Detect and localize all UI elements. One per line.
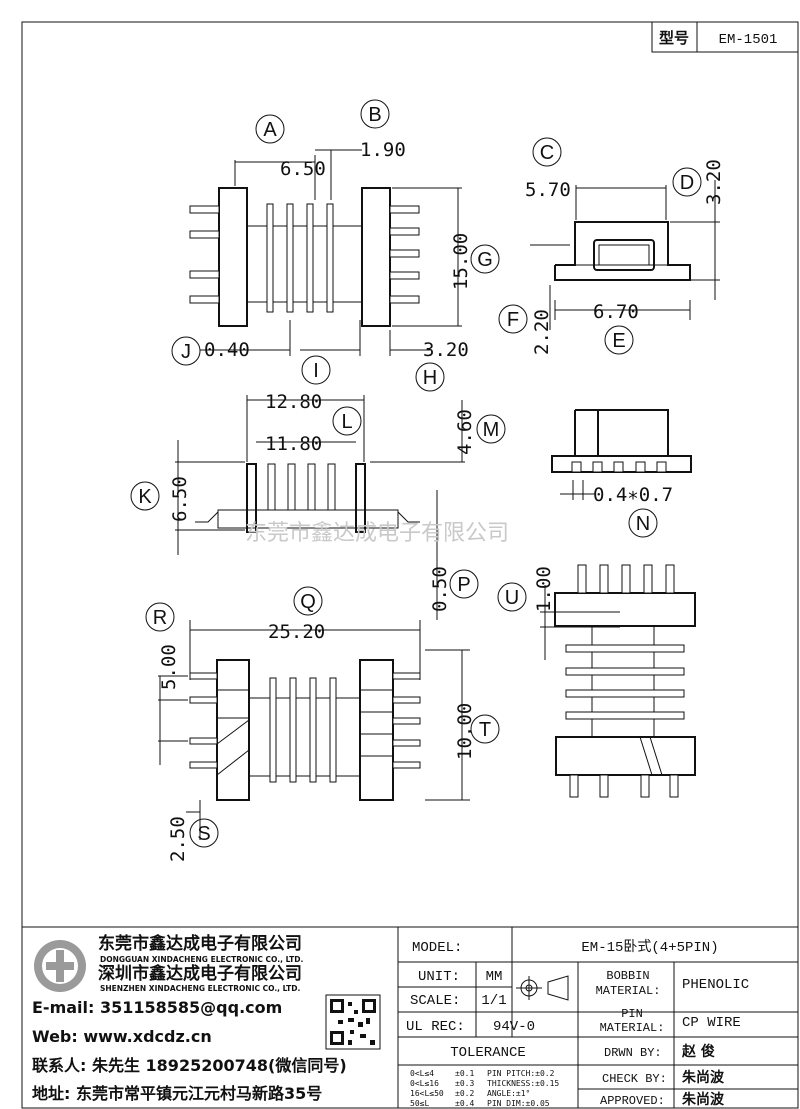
dim-u: 1.00 [533,566,555,612]
label-c: C [540,142,554,164]
company-email[interactable]: E-mail: 351158585@qq.com [32,998,282,1017]
company-contact: 联系人: 朱先生 18925200748(微信同号) [32,1056,347,1075]
ulrec-value: 94V-0 [493,1019,535,1035]
scale-label: SCALE: [410,993,460,1009]
tol-value: ±0.2 [455,1089,474,1098]
label-b: B [368,104,381,126]
company-logo [34,940,86,992]
label-m: M [483,419,500,441]
label-n: N [636,513,650,535]
tolerance-table: 0<L≤4 ±0.1 PIN PITCH:±0.2 0<L≤16 ±0.3 TH… [410,1069,559,1108]
qr-code [325,994,381,1050]
label-t: T [479,719,491,741]
dim-e: 6.70 [593,301,639,323]
dim-r: 5.00 [158,644,180,690]
dim-c: 5.70 [525,179,571,201]
dim-h: 3.20 [423,339,469,361]
label-r: R [153,607,167,629]
dim-j: 0.40 [204,339,250,361]
check-value: 朱尚波 [682,1069,725,1086]
company-name-en-2: SHENZHEN XINDACHENG ELECTRONIC CO., LTD. [100,984,301,993]
pin-label-1: PIN [621,1007,643,1021]
dim-d: 3.20 [703,159,725,205]
dim-k: 6.50 [169,476,191,522]
bobbin-label-2: MATERIAL: [596,984,661,998]
label-p: P [457,574,470,596]
pin-value: CP WIRE [682,1015,741,1031]
view-bottom [158,620,470,840]
model-label: MODEL: [412,940,462,956]
dim-g: 15.00 [450,233,472,290]
dim-f: 2.20 [531,309,553,355]
dim-q: 25.20 [268,621,325,643]
tol-value: ±0.1 [455,1069,474,1078]
company-name-en-1: DONGGUAN XINDACHENG ELECTRONIC CO., LTD. [100,955,303,964]
view-top [189,149,462,356]
tol-note: PIN PITCH:±0.2 [487,1069,555,1078]
bobbin-label-1: BOBBIN [606,969,649,983]
tol-note: ANGLE:±1° [487,1089,530,1098]
tol-note: PIN DIM:±0.05 [487,1099,550,1108]
dim-s: 2.50 [167,816,189,862]
dim-n: 0.4∗0.7 [593,484,673,506]
watermark: 东莞市鑫达成电子有限公司 [245,521,509,546]
company-web[interactable]: Web: www.xdcdz.cn [32,1027,212,1046]
dim-l1: 12.80 [265,391,322,413]
drwn-value: 赵 俊 [681,1043,715,1060]
type-value: EM-1501 [719,32,778,48]
tol-note: THICKNESS:±0.15 [487,1079,559,1088]
label-q: Q [300,591,316,613]
company-address: 地址: 东莞市常平镇元江元村马新路35号 [32,1084,322,1103]
tol-value: ±0.4 [455,1099,474,1108]
label-i: I [313,360,319,382]
tolerance-label: TOLERANCE [450,1045,526,1061]
type-label: 型号 [659,29,689,47]
projection-symbol [516,975,569,1001]
tol-range: 50≤L [410,1099,429,1108]
view-front-pins [540,564,696,798]
company-name-cn-2: 深圳市鑫达成电子有限公司 [98,963,302,984]
view-pin-end [551,409,692,500]
bobbin-value: PHENOLIC [682,977,749,993]
dim-a: 6.50 [280,158,326,180]
unit-label: UNIT: [418,969,460,985]
approved-label: APPROVED: [600,1094,665,1108]
circle-labels: A B C D E F G H I J K L M N P Q R S T U [130,99,702,848]
tol-value: ±0.3 [455,1079,474,1088]
pin-label-2: MATERIAL: [600,1021,665,1035]
tol-range: 16<L≤50 [410,1089,444,1098]
label-l: L [341,411,352,433]
label-j: J [181,341,191,363]
tol-range: 0<L≤4 [410,1069,434,1078]
company-name-cn-1: 东莞市鑫达成电子有限公司 [98,933,302,954]
dim-t: 10.00 [454,703,476,760]
dim-l2: 11.80 [265,433,322,455]
view-side [175,395,465,620]
scale-value: 1/1 [481,993,506,1009]
label-d: D [680,172,694,194]
dim-b: 1.90 [360,139,406,161]
ulrec-label: UL REC: [406,1019,465,1035]
check-label: CHECK BY: [602,1072,667,1086]
dim-m: 4.60 [454,409,476,455]
label-h: H [423,367,437,389]
tol-range: 0<L≤16 [410,1079,439,1088]
label-g: G [477,249,493,271]
unit-value: MM [486,969,503,985]
view-end [530,180,720,330]
model-value: EM-15卧式(4+5PIN) [581,939,718,956]
approved-value: 朱尚波 [682,1091,725,1108]
title-block [22,926,798,1108]
sheet-border [21,21,799,1109]
label-s: S [197,823,210,845]
label-f: F [507,309,519,331]
dim-p: 0.50 [429,566,451,612]
label-e: E [612,330,625,352]
type-box [651,21,799,53]
drwn-label: DRWN BY: [604,1046,662,1060]
label-k: K [138,486,152,508]
label-a: A [263,119,277,141]
label-u: U [505,587,519,609]
